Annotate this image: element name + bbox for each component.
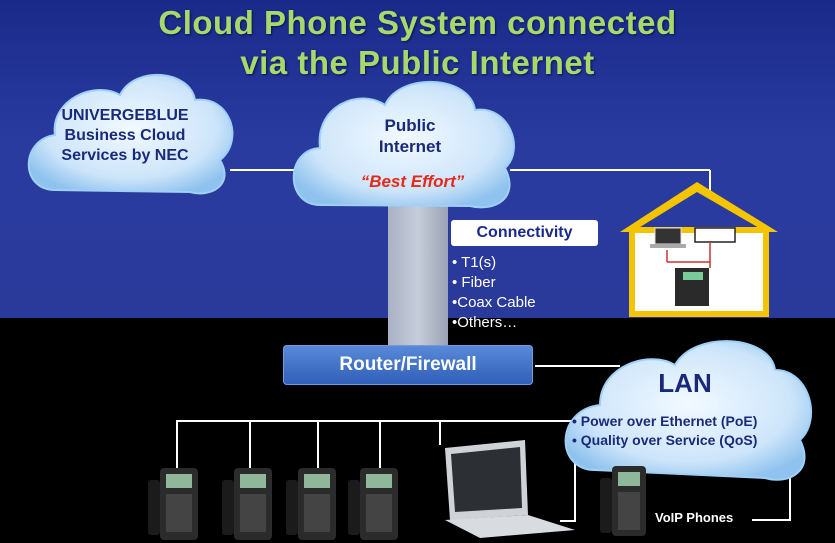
nec-cloud-line-3: Services by NEC (61, 147, 189, 164)
title-line-1: Cloud Phone System connected (158, 4, 677, 41)
internet-cloud-line-2: Internet (378, 137, 442, 156)
nec-cloud-line-2: Business Cloud (64, 127, 186, 144)
cloud-icon (564, 340, 813, 481)
nec-cloud-label: UNIVERGEBLUE Business Cloud Services by … (40, 106, 210, 166)
internet-uplink-pipe (388, 205, 448, 347)
best-effort-note: “Best Effort” (360, 172, 465, 191)
desk-phone-icon (222, 468, 272, 540)
lan-feature-item: • Power over Ethernet (PoE) (572, 413, 758, 429)
connectivity-item: • Fiber (452, 274, 496, 291)
internet-cloud-label: Public Internet (340, 115, 480, 157)
lan-title: LAN (658, 368, 712, 398)
router-firewall-box: Router/Firewall (283, 345, 533, 385)
connectivity-item: •Coax Cable (452, 294, 536, 311)
connectivity-list: • T1(s) • Fiber •Coax Cable •Others… (452, 253, 536, 333)
connectivity-item: •Others… (452, 314, 518, 331)
cloud-icon (27, 73, 234, 195)
house-icon (620, 182, 778, 317)
connectivity-heading: Connectivity (451, 220, 598, 246)
connectivity-item: • T1(s) (452, 254, 497, 271)
desk-phone-icon (348, 468, 398, 540)
lan-features: • Power over Ethernet (PoE) • Quality ov… (572, 412, 794, 450)
title-line-2: via the Public Internet (240, 44, 595, 81)
desk-phone-icon (600, 466, 646, 536)
desk-phone-icon (148, 468, 198, 540)
desk-phone-icon (286, 468, 336, 540)
cloud-icon (292, 81, 515, 209)
internet-cloud-line-1: Public (384, 116, 436, 135)
laptop-icon (445, 440, 575, 538)
lan-feature-item: • Quality over Service (QoS) (572, 432, 758, 448)
nec-cloud-line-1: UNIVERGEBLUE (61, 107, 189, 124)
voip-phones-label: VoIP Phones (655, 510, 734, 525)
connection-lines (176, 169, 791, 522)
